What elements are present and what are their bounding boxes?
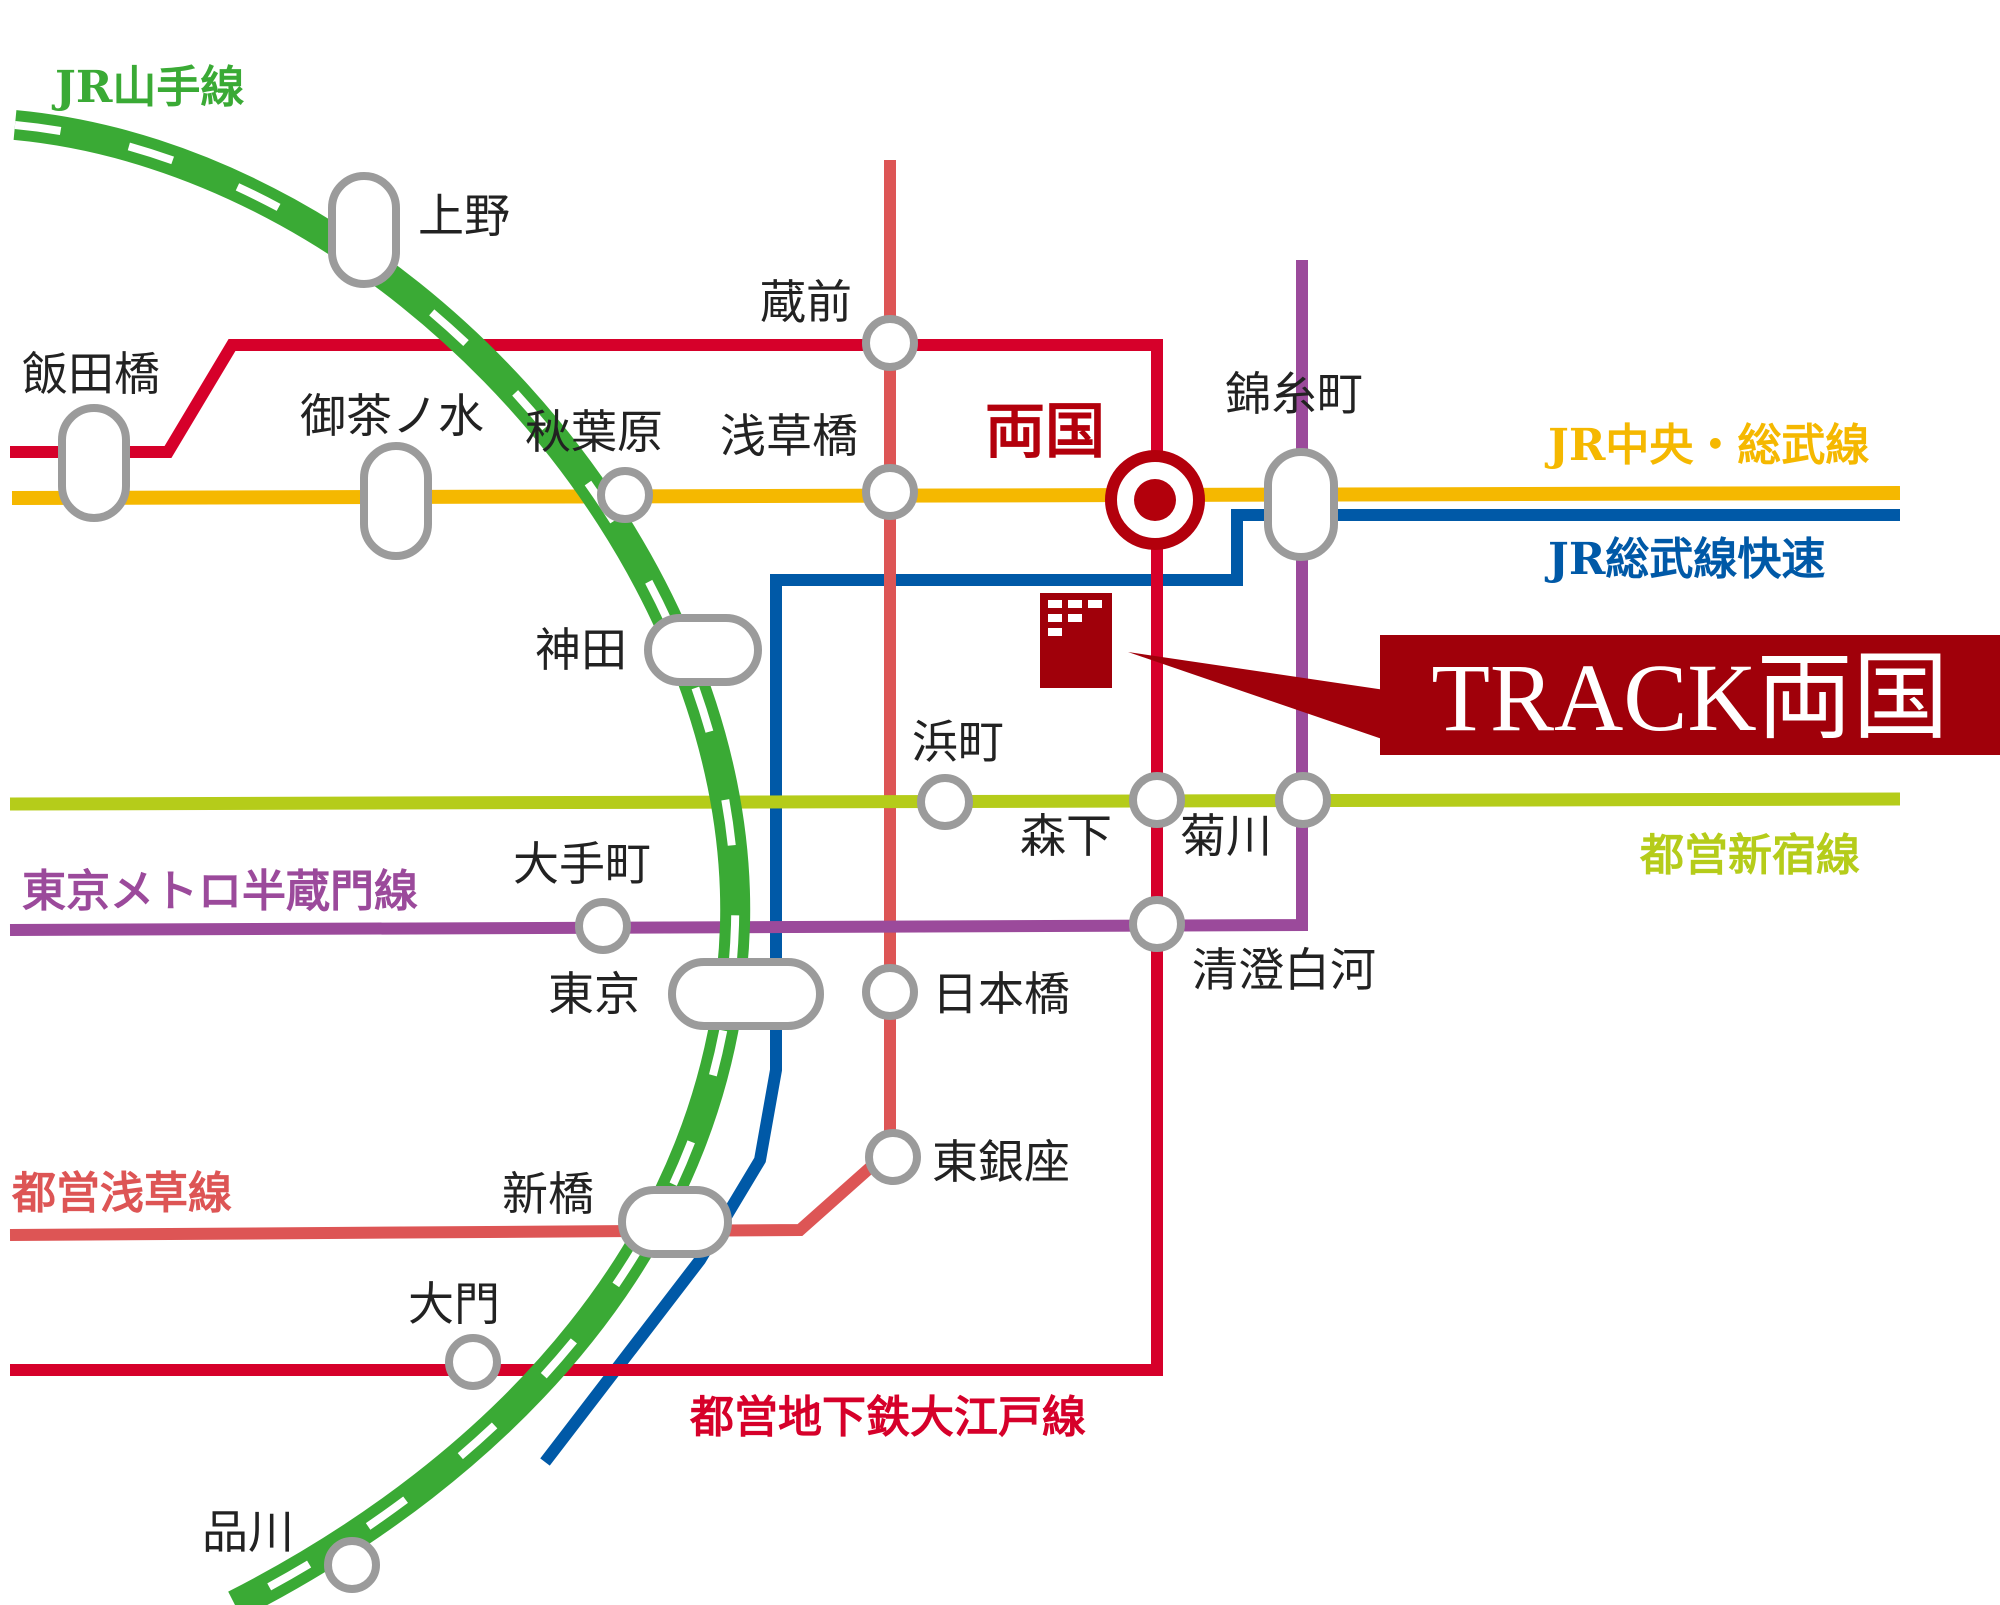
station-ueno[interactable] — [328, 172, 400, 288]
station-kanda[interactable] — [644, 614, 762, 686]
line-yamanote-inner — [14, 121, 740, 1605]
station-iidabashi[interactable] — [58, 404, 130, 522]
station-ryogoku-dot — [1134, 479, 1176, 521]
station-morishita[interactable] — [1129, 772, 1185, 828]
label-kikukawa: 菊川 — [1180, 809, 1272, 863]
label-kuramae: 蔵前 — [760, 275, 852, 329]
label-ochanomizu: 御茶ノ水 — [300, 389, 484, 443]
station-higashiginza[interactable] — [865, 1129, 921, 1185]
building-icon — [1040, 593, 1112, 688]
property-callout-pointer — [1128, 652, 1385, 740]
label-otemachi: 大手町 — [513, 837, 651, 891]
label-hamacho: 浜町 — [912, 715, 1004, 769]
label-higashiginza: 東銀座 — [932, 1135, 1070, 1189]
station-kiyosumi[interactable] — [1129, 896, 1185, 952]
label-nihombashi: 日本橋 — [932, 967, 1070, 1021]
property-callout-box — [1380, 635, 2000, 755]
station-kinshicho[interactable] — [1264, 448, 1338, 561]
label-chuo-sobu: JR中央・総武線 — [1544, 420, 1869, 471]
station-daimon[interactable] — [445, 1334, 501, 1390]
label-shinjuku: 都営新宿線 — [1639, 830, 1860, 881]
label-ueno: 上野 — [418, 189, 510, 243]
station-shimbashi[interactable] — [618, 1186, 732, 1258]
label-iidabashi: 飯田橋 — [22, 347, 160, 401]
label-shinagawa: 品川 — [202, 1505, 294, 1559]
label-akihabara: 秋葉原 — [525, 405, 663, 459]
line-asakusa — [9, 160, 896, 1241]
station-tokyo[interactable] — [668, 958, 824, 1030]
label-kanda: 神田 — [535, 623, 627, 677]
label-hanzomon: 東京メトロ半蔵門線 — [22, 866, 418, 917]
label-shimbashi: 新橋 — [502, 1167, 594, 1221]
label-asakusabashi: 浅草橋 — [720, 409, 858, 463]
line-chuo-sobu — [11, 486, 1901, 505]
label-ryogoku: 両国 — [985, 397, 1105, 467]
station-akihabara[interactable] — [597, 467, 653, 523]
label-daimon: 大門 — [408, 1277, 500, 1331]
station-nihombashi[interactable] — [862, 964, 918, 1020]
station-asakusabashi[interactable] — [862, 464, 918, 520]
station-otemachi[interactable] — [575, 898, 631, 954]
station-kuramae[interactable] — [862, 315, 918, 371]
label-sobu-rapid: JR総武線快速 — [1544, 534, 1825, 585]
label-yamanote: JR山手線 — [51, 62, 244, 113]
station-ochanomizu[interactable] — [360, 442, 432, 560]
label-morishita: 森下 — [1020, 809, 1112, 863]
label-oedo: 都営地下鉄大江戸線 — [689, 1392, 1086, 1443]
label-tokyo: 東京 — [548, 967, 640, 1021]
property-name: TRACK両国 — [1431, 644, 1948, 751]
label-asakusa: 都営浅草線 — [11, 1168, 232, 1219]
station-hamacho[interactable] — [917, 774, 973, 830]
station-shinagawa[interactable] — [324, 1537, 380, 1593]
label-kiyosumi: 清澄白河 — [1192, 943, 1376, 997]
line-oedo — [10, 339, 1163, 1376]
station-kikukawa[interactable] — [1275, 772, 1331, 828]
label-kinshicho: 錦糸町 — [1225, 367, 1363, 421]
